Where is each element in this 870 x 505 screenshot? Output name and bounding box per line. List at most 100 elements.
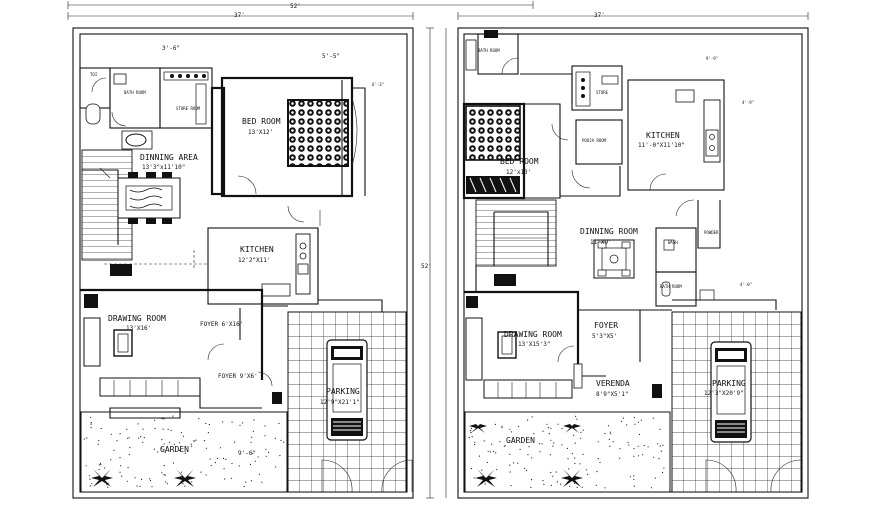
garden-dot — [231, 421, 233, 423]
left-sofa-side — [83, 317, 101, 367]
garden-dot — [610, 433, 612, 435]
garden-dot — [214, 462, 216, 464]
garden-dot — [579, 463, 581, 465]
garden-dot — [509, 464, 511, 466]
garden-dot — [478, 455, 480, 457]
garden-dot — [495, 452, 497, 454]
garden-dot — [193, 440, 195, 442]
top-dimension-lines: 52' 37' 37' — [67, 1, 809, 20]
garden-dot — [157, 451, 159, 453]
garden-dot — [250, 480, 252, 482]
right-dinning-size: 11'X9' — [590, 239, 612, 246]
garden-dot — [622, 417, 625, 419]
garden-dot — [660, 450, 662, 452]
garden-dot — [569, 485, 571, 487]
garden-dot — [470, 468, 472, 470]
garden-dot — [643, 444, 645, 447]
garden-dot — [184, 485, 186, 487]
left-bedroom-size: 13'X12' — [248, 129, 273, 136]
garden-dot — [98, 468, 100, 471]
left-width-dim: 37' — [234, 12, 245, 19]
garden-dot — [653, 456, 655, 458]
garden-dot — [180, 431, 182, 434]
garden-dot — [552, 445, 554, 447]
garden-dot — [99, 462, 101, 464]
garden-dot — [556, 481, 559, 483]
right-coffee-table — [497, 331, 517, 359]
garden-dot — [483, 440, 485, 442]
right-garden-label: GARDEN — [506, 436, 535, 445]
garden-dot — [542, 480, 544, 482]
garden-dot — [609, 431, 611, 433]
garden-dot — [528, 446, 530, 448]
garden-dot — [576, 418, 578, 420]
garden-dot — [182, 483, 184, 485]
garden-dot — [242, 422, 244, 424]
garden-dot — [566, 447, 569, 449]
garden-dot — [509, 471, 511, 473]
garden-dot — [550, 484, 553, 486]
garden-dot — [582, 429, 584, 431]
garden-dot — [216, 457, 218, 459]
garden-dot — [172, 462, 175, 464]
garden-dot — [222, 457, 225, 460]
right-floor-plan — [457, 27, 809, 499]
garden-dot — [258, 473, 260, 475]
garden-dot — [163, 474, 165, 476]
right-bed-icon — [465, 105, 521, 161]
garden-dot — [142, 428, 144, 430]
garden-dot — [137, 423, 139, 425]
garden-dot — [205, 447, 207, 449]
right-drawing-size: 13'X15'3" — [518, 341, 551, 348]
garden-dot — [86, 437, 88, 439]
garden-dot — [169, 441, 171, 443]
left-kitchen-label: KITCHEN — [240, 245, 274, 254]
garden-dot — [98, 439, 100, 442]
left-coffee-table — [113, 329, 133, 357]
overall-width-dim: 52' — [290, 3, 301, 10]
right-kitchen-size: 11'-0"X11'10" — [638, 142, 685, 149]
garden-dot — [198, 418, 200, 420]
garden-dot — [261, 481, 263, 483]
garden-dot — [90, 423, 92, 425]
right-parking-label: PARKING — [712, 379, 746, 388]
garden-dot — [550, 427, 552, 429]
garden-dot — [161, 447, 163, 449]
right-parking-size: 12'3"X20'9" — [704, 390, 744, 397]
left-foyer-1-label: FOYER 6'X16' — [200, 321, 243, 328]
garden-dot — [619, 448, 621, 450]
garden-dot — [254, 460, 256, 462]
garden-dot — [519, 448, 521, 451]
garden-dot — [549, 454, 551, 456]
right-car-icon — [710, 341, 752, 443]
garden-dot — [628, 444, 630, 446]
garden-dot — [658, 458, 660, 460]
left-dinning-size: 13'3"x11'10" — [142, 164, 185, 171]
garden-dot — [142, 441, 144, 443]
left-car-icon — [326, 339, 368, 441]
left-kitchen-size: 12'2"X11' — [238, 257, 271, 264]
right-dim-4-9: 4'-9" — [742, 100, 754, 105]
garden-dot — [533, 433, 535, 435]
garden-dot — [195, 439, 197, 441]
left-dim-6-3: 6'-3" — [372, 82, 384, 87]
garden-dot — [127, 437, 129, 439]
garden-dot — [474, 441, 476, 443]
left-toilet-label: TOI — [90, 72, 98, 77]
garden-dot — [154, 427, 156, 430]
garden-dot — [526, 419, 529, 421]
garden-dot — [494, 423, 496, 425]
garden-dot — [265, 455, 267, 457]
garden-dot — [225, 458, 227, 460]
garden-dot — [510, 485, 512, 487]
right-wash-label: WASH — [668, 240, 678, 245]
right-garden-plant-3 — [561, 469, 583, 487]
garden-dot — [280, 439, 282, 441]
garden-dot — [553, 442, 555, 444]
garden-dot — [596, 471, 598, 473]
garden-dot — [182, 435, 184, 437]
garden-dot — [633, 485, 635, 487]
garden-dot — [120, 465, 122, 467]
